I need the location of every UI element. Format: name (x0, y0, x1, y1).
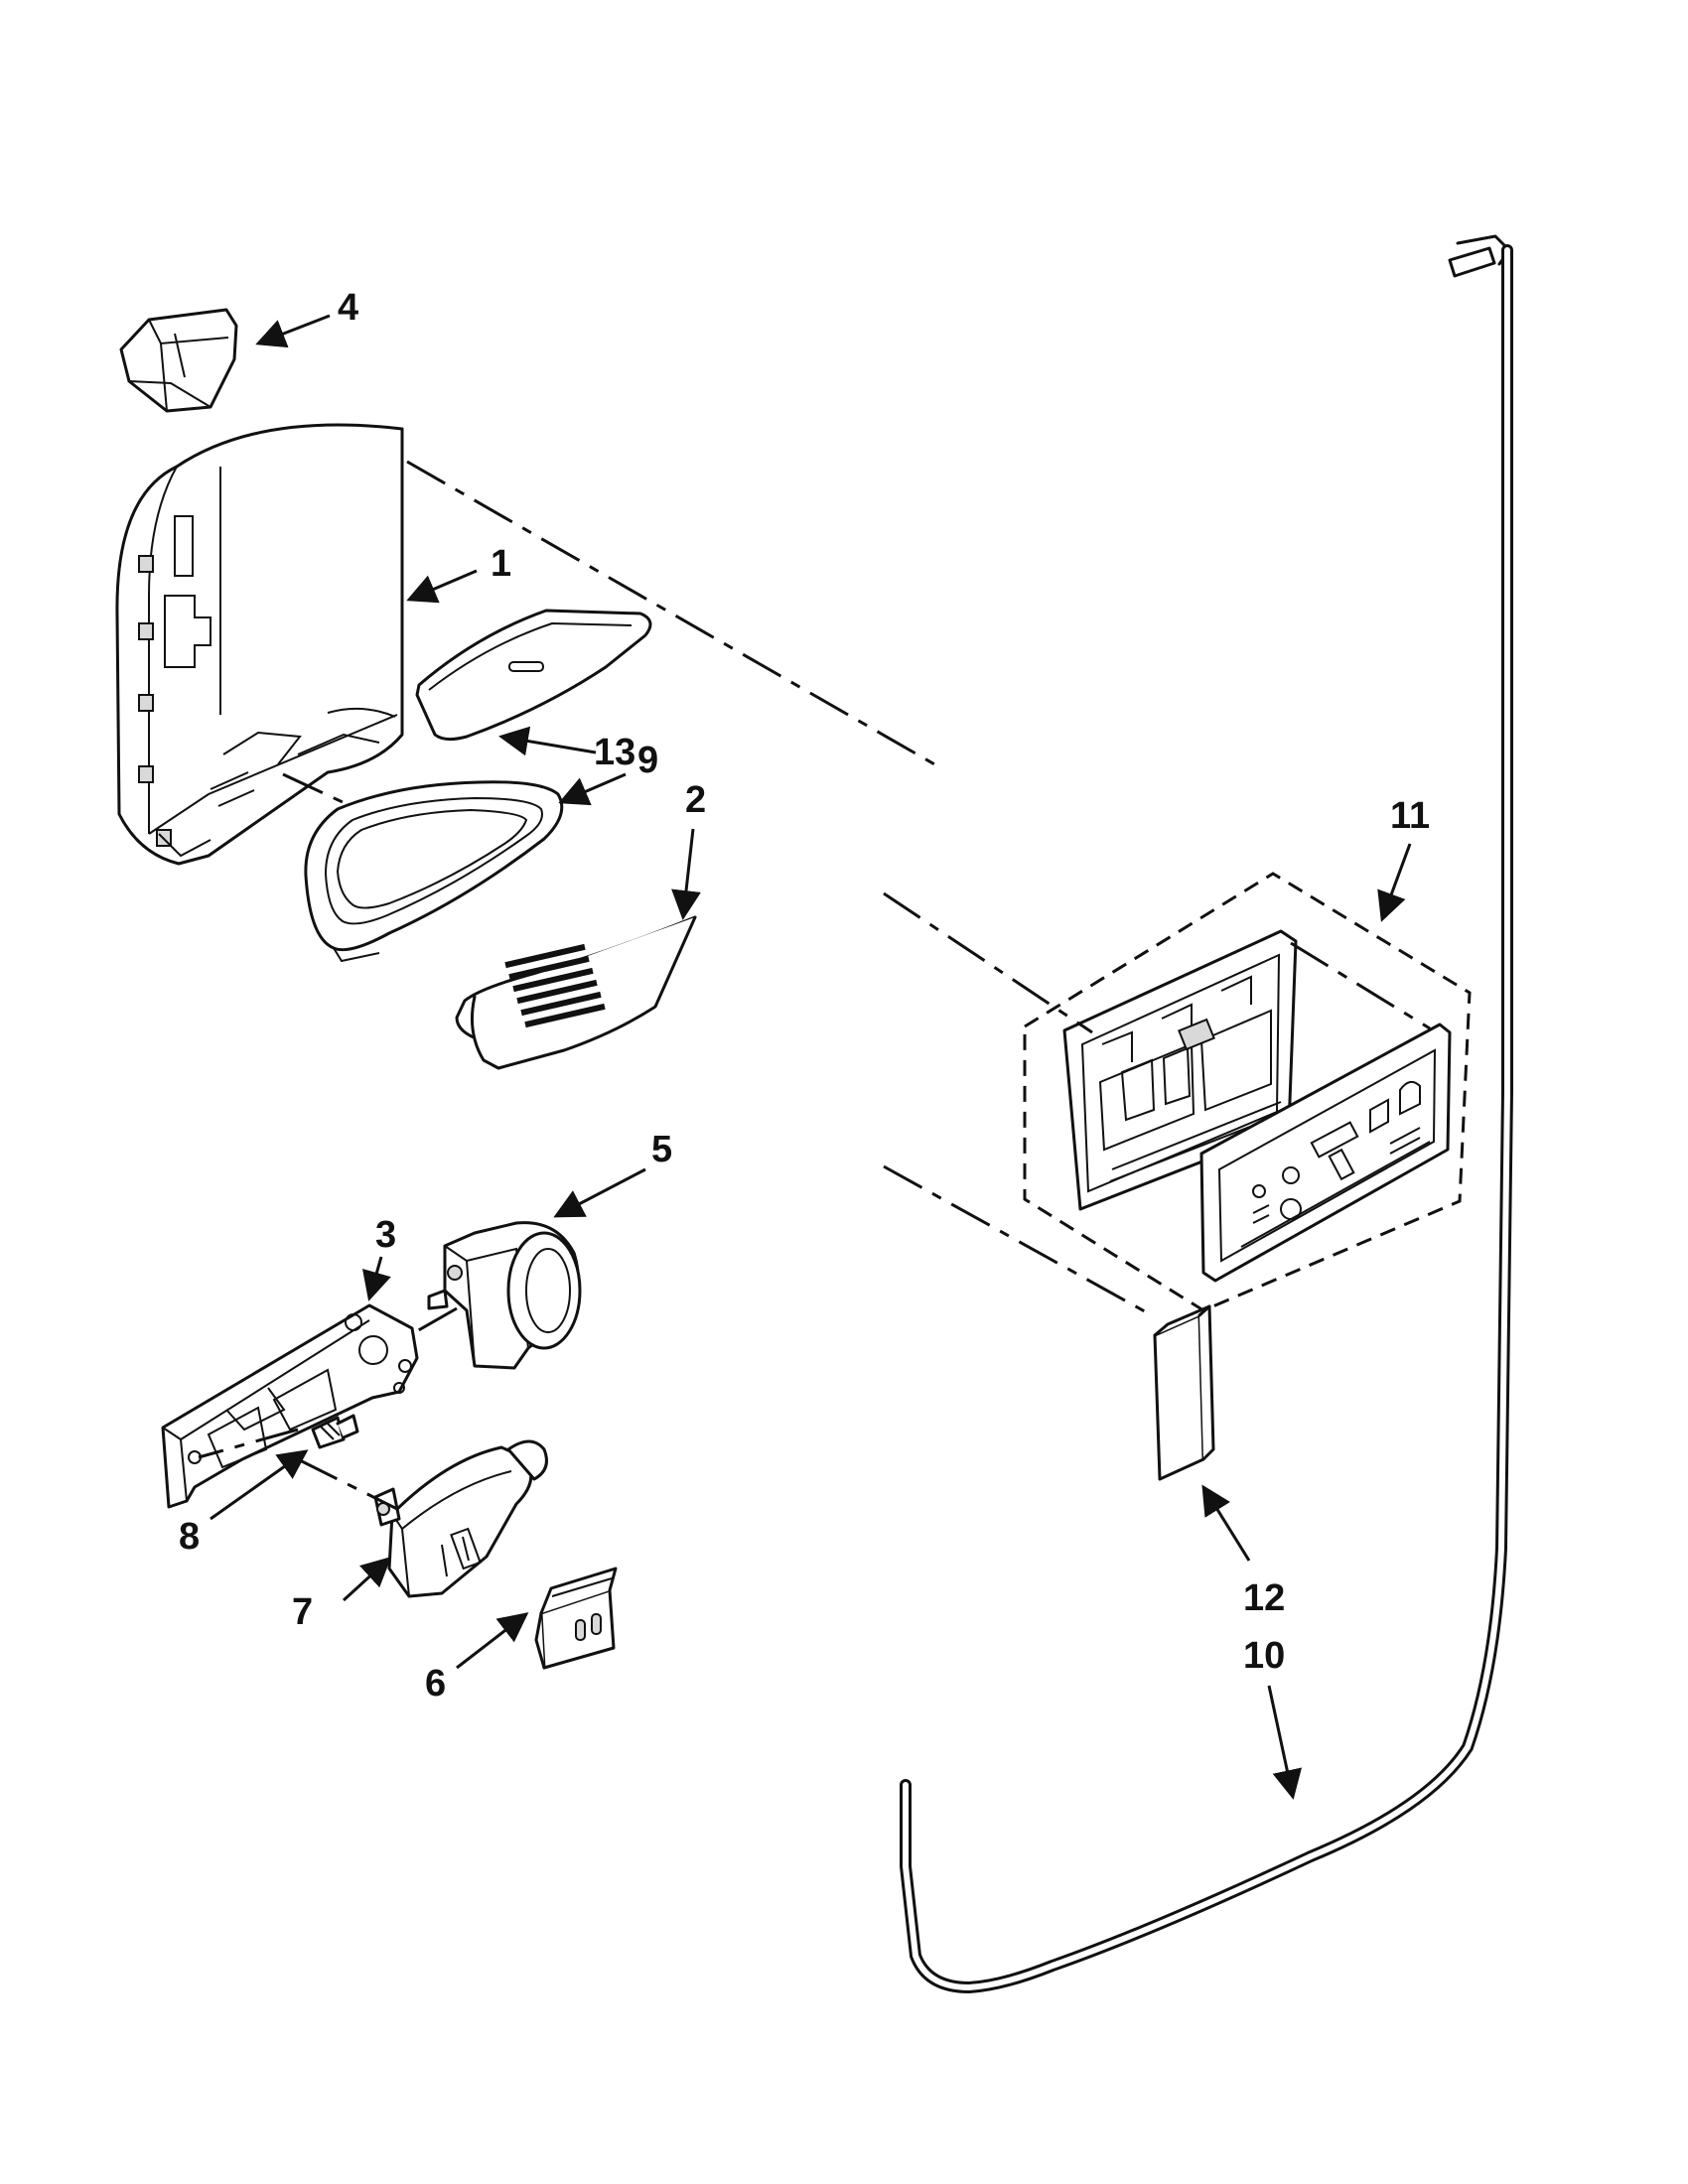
part-2-drip-grille (455, 915, 697, 1070)
part-11-control-assembly (1023, 872, 1472, 1312)
grille-slots (504, 943, 606, 1028)
callout-2: 2 (685, 779, 706, 821)
callout-11: 11 (1390, 795, 1430, 837)
part-3-mounting-bracket (161, 1303, 419, 1509)
callout-9: 9 (637, 740, 658, 781)
callout-4: 4 (338, 287, 358, 329)
part-12-cover (1153, 1304, 1215, 1481)
assembly-lines (198, 460, 1431, 1511)
callout-1: 1 (491, 543, 511, 585)
callout-10: 10 (1243, 1635, 1285, 1677)
callout-8: 8 (179, 1516, 200, 1558)
part-5-solenoid (427, 1221, 582, 1370)
callout-7: 7 (292, 1591, 313, 1633)
callout-labels: 4 1 13 9 2 11 5 3 8 7 6 12 10 (179, 287, 1430, 1705)
leader-lines (210, 314, 1412, 1800)
part-10-water-tube (900, 234, 1513, 1994)
callout-5: 5 (651, 1129, 672, 1170)
part-6-pad (534, 1567, 618, 1670)
part-4-chute-cap (119, 308, 238, 413)
part-7-actuator-paddle (373, 1439, 548, 1598)
callout-12: 12 (1243, 1577, 1285, 1619)
part-9-frame-gasket (304, 780, 564, 963)
part-13-shelf-plate (415, 609, 652, 742)
part-8-screw (311, 1414, 359, 1449)
part-1-dispenser-housing (115, 423, 404, 866)
callout-13: 13 (594, 732, 635, 773)
callout-6: 6 (425, 1663, 446, 1705)
callout-3: 3 (375, 1214, 396, 1256)
